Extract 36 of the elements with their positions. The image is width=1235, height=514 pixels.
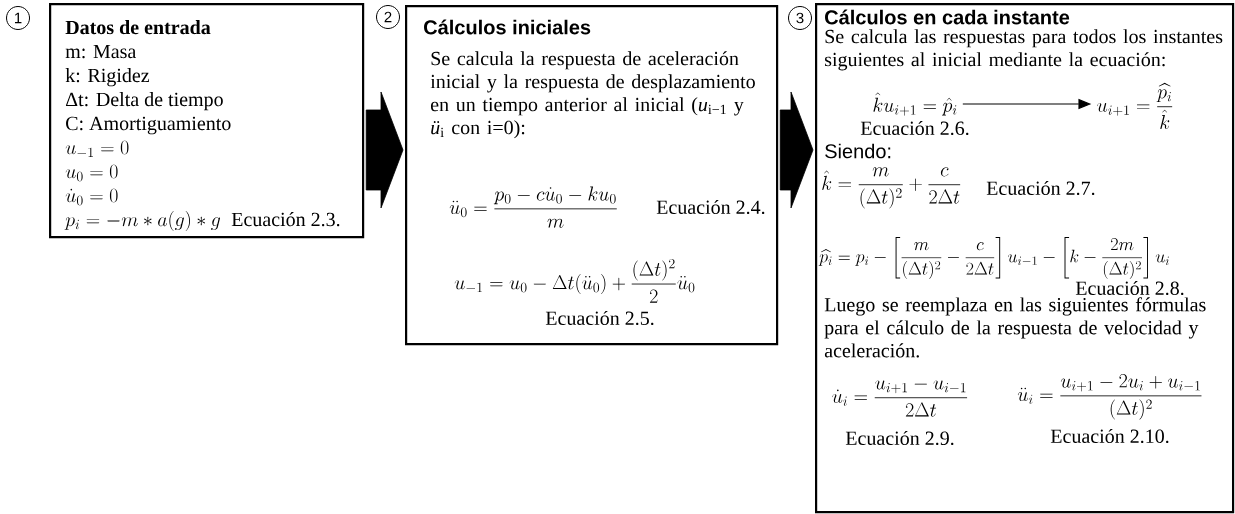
block-arrow [365, 91, 404, 209]
equation-label: Ecuación 2.5. [545, 310, 654, 326]
formula: $\hat{k} = \frac{m}{(\Delta t)^2} + \frac{c}{2\Delta t}$ [822, 167, 961, 209]
formula: $\hat{k}u_{i+1} = \hat{p}_i$ [873, 92, 957, 116]
formula: $\dot{u}_i = \frac{u_{i+1} - u_{i-1}}{2\Delta t}$ [832, 380, 968, 417]
equation-label: Ecuación 2.4. [656, 199, 765, 215]
paragraph: Se calcula la respuesta de aceleración inicial y la respuesta de desplazamiento en un tiempo anterior al inicial (u$_{i−1}$ y ü$_{i}$ con i=0): [430, 51, 755, 139]
formula: $u_{-1} = u_0 - \Delta t(\ddot{u}_0) + \frac{(\Delta t)^2}{2}\ddot{u}_0$ [454, 258, 695, 303]
text-line: Siendo: [825, 143, 891, 159]
text-line: m: Masa [65, 44, 137, 59]
formula: $u_0 = 0$ [65, 164, 118, 182]
equation-label: Ecuación 2.7. [986, 180, 1095, 196]
formula: $\dot{u}_0 = 0$ [65, 188, 118, 206]
block-arrow [779, 91, 814, 209]
circled-number: 3 [788, 6, 812, 30]
equation-label: Ecuación 2.8. [1075, 280, 1184, 296]
equation-label: Ecuación 2.3. [231, 212, 340, 227]
heading: Datos de entrada [65, 20, 211, 35]
paragraph: Luego se reemplaza en las siguientes fórmulas para el cálculo de la respuesta de velocidad y aceleración. [824, 297, 1206, 358]
equation-label: Ecuación 2.6. [860, 120, 969, 136]
formula: $u_{-1} = 0$ [65, 140, 129, 157]
circled-number: 2 [376, 5, 400, 29]
equation-label: Ecuación 2.9. [845, 430, 954, 446]
text-line: Δt: Delta de tiempo [66, 92, 223, 111]
formula: $u_{i+1} = \frac{\widehat{p_i}}{\hat{k}}$ [1097, 82, 1173, 129]
circled-number: 1 [6, 6, 30, 30]
equation-label: Ecuación 2.10. [1050, 428, 1169, 444]
heading: Cálculos en cada instante [825, 9, 1070, 25]
formula: $\ddot{u}_0 = \frac{p_0 - c\dot{u}_0 - ku_0}{m}$ [449, 186, 617, 228]
text-line: C: Amortiguamiento [66, 116, 231, 135]
formula: $\widehat{p_i} = p_i - \left[\frac{m}{(\Delta t)^2} - \frac{c}{2\Delta t}\right]u_{i-1} - \left[k - \frac{2m}{(\Delta t)^2}\right]u_i$ [818, 236, 1169, 280]
paragraph: Se calcula las respuestas para todos los instantes siguientes al inicial mediante la ecuación: [825, 29, 1223, 71]
heading: Cálculos iniciales [424, 19, 591, 35]
text-line: k: Rigidez [65, 68, 150, 87]
formula: $p_i = -m \ast a(g) \ast g$ [64, 211, 221, 231]
formula: $\ddot{u}_i = \frac{u_{i+1} - 2u_i + u_{i-1}}{(\Delta t)^2}$ [1017, 374, 1202, 420]
